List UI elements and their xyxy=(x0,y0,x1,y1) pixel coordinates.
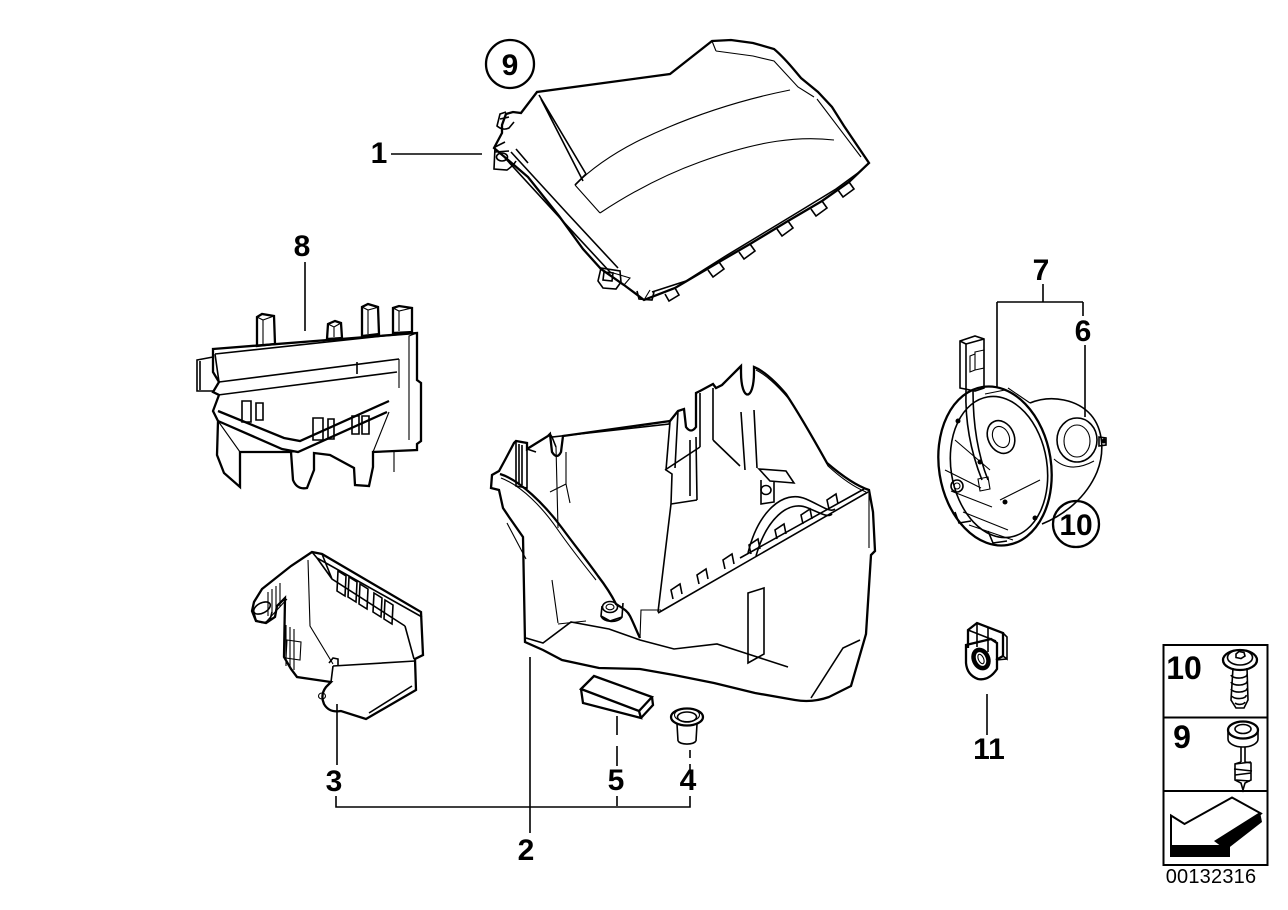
svg-text:1: 1 xyxy=(371,137,388,170)
svg-text:8: 8 xyxy=(294,230,311,263)
svg-text:6: 6 xyxy=(1075,315,1092,348)
svg-text:00132316: 00132316 xyxy=(1166,866,1257,888)
svg-text:10: 10 xyxy=(1059,509,1092,542)
svg-text:7: 7 xyxy=(1033,254,1050,287)
svg-text:3: 3 xyxy=(326,765,343,798)
svg-text:4: 4 xyxy=(680,764,697,797)
svg-text:9: 9 xyxy=(1173,719,1191,755)
svg-text:5: 5 xyxy=(608,764,625,797)
svg-text:11: 11 xyxy=(973,733,1005,766)
svg-text:10: 10 xyxy=(1166,650,1202,686)
svg-text:9: 9 xyxy=(502,49,519,82)
svg-text:2: 2 xyxy=(518,834,535,867)
